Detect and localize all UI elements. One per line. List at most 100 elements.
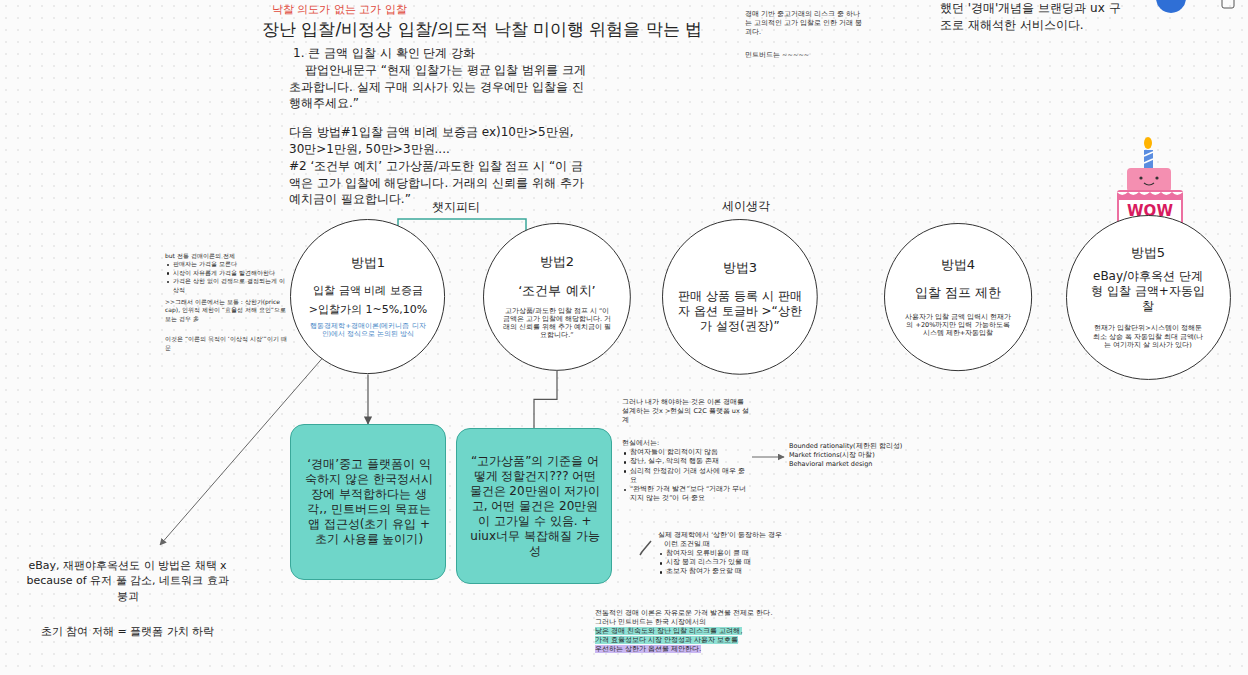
circle-outline xyxy=(290,219,445,374)
node-content: 방법2‘조건부 예치’고가상품/과도한 입찰 점프 시 “이 금액은 고가 입찰… xyxy=(503,254,612,339)
text-line: 시장 붕괴 리스크가 있을 때 xyxy=(658,558,798,567)
text-group: 그러나 내가 해야하는 것은 이론 경매를 설계하는 것x >현실의 C2C 플… xyxy=(622,398,750,503)
page-title: 장난 입찰/비정상 입찰/의도적 낙찰 미이행 위험을 막는 법 xyxy=(262,18,702,41)
note-text: 팝업안내문구 “현재 입찰가는 평균 입찰 범위를 크게 초과합니다. 실제 구… xyxy=(289,63,586,111)
bracket xyxy=(398,219,526,233)
text-line: but 전통 경매이론의 전제 xyxy=(165,252,290,260)
method-circle: 방법2‘조건부 예치’고가상품/과도한 입찰 점프 시 “이 금액은 고가 입찰… xyxy=(483,223,631,371)
text-group: eBay, 재팬야후옥션도 이 방법은 채택 x because of 유저 풀… xyxy=(20,558,235,640)
note-text: 경매 기반 중고거래의 리스크 중 하나는 고의적인 고가 입찰로 인한 거래 … xyxy=(745,10,862,36)
text-line: 이런 조건일 때 xyxy=(658,540,798,549)
note-text: 그러나 민트버드는 한국 시장에서의 xyxy=(595,618,706,626)
note-text: 초기 참여 저해 = 플랫폼 가치 하락 xyxy=(41,625,214,638)
text-line: 실제 경제학에서 ‘상한’이 등장하는 경우 xyxy=(658,531,798,540)
text-line: 우선하는 상한가 옵션을 제안한다. xyxy=(595,645,800,654)
text-group: 했던 '경매'개념을 브랜딩과 ux 구조로 재해석한 서비스이다. xyxy=(940,0,1125,34)
note-text: 참여자들이 합리적이지 않음 xyxy=(630,448,718,456)
node-text: “고가상품”의 기준을 어떻게 정할건지??? 어떤 물건은 20만원이 저가이… xyxy=(469,454,601,559)
text-group: 1. 큰 금액 입찰 시 확인 단계 강화팝업안내문구 “현재 입찰가는 평균 … xyxy=(289,45,589,208)
node-content: 방법3판매 상품 등록 시 판매자 옵션 토글바 >“상한가 설정(권장)” xyxy=(677,260,803,333)
text-line: 챗지피티 xyxy=(432,199,502,216)
note-text: 초보자 참여가 중요할 때 xyxy=(666,567,742,575)
text-line: 현실에서는: xyxy=(622,439,750,448)
method-heading: 방법2 xyxy=(540,254,574,270)
text-line: 참여자의 오류비용이 클 때 xyxy=(658,549,798,558)
node-content: 방법4입찰 점프 제한사용자가 입찰 금액 입력시 현재가의 +20%까지만 입… xyxy=(902,257,1014,338)
text-line: 민트버드는 ~~~~~ xyxy=(745,51,865,60)
avatar xyxy=(1156,0,1186,13)
note-text: >>그래서 이론에서는 보통 : 상한가(price cap), 인위적 제한이… xyxy=(165,298,286,322)
text-group: 챗지피티 xyxy=(432,199,502,216)
note-text: 민트버드는 ~~~~~ xyxy=(745,51,809,59)
method-heading: 방법4 xyxy=(941,257,975,273)
note-text: 그러나 내가 해야하는 것은 이론 경매를 설계하는 것x >현실의 C2C 플… xyxy=(622,398,749,424)
text-line: 전통적인 경매 이론은 자유로운 가격 발견을 전제로 한다. xyxy=(595,609,800,618)
note-text: Bounded rationality(제한된 합리성) xyxy=(789,442,902,450)
bullet-dot xyxy=(660,562,662,564)
text-line: 이것은 “이론의 목적이 ‘이상적 시장’”이기 때문 xyxy=(165,335,290,352)
note-text: eBay, 재팬야후옥션도 이 방법은 채택 x because of 유저 풀… xyxy=(26,559,228,603)
note-text: 가격 효율성보다 시장 안정성과 사용자 보호를 xyxy=(595,636,738,644)
note-text: 이런 조건일 때 xyxy=(664,540,710,548)
note-text: Market frictions(시장 마찰) xyxy=(789,451,875,459)
connector-arrow xyxy=(367,375,368,424)
text-line: 낙찰 의도가 없는 고가 입찰 xyxy=(272,2,502,17)
node-text: 고가상품/과도한 입찰 점프 시 “이 금액은 고가 입찰에 해당합니다. 거래… xyxy=(503,307,612,340)
method-heading: 방법5 xyxy=(1131,245,1165,261)
note-text: 판매자는 가격을 모른다 xyxy=(173,260,237,267)
note-text: 챗지피티 xyxy=(432,200,480,214)
text-line: 낮은 경매 친숙도와 장난 입찰 리스크를 고려해, xyxy=(595,627,800,636)
text-line: 판매자는 가격을 모른다 xyxy=(165,260,290,268)
text-line: 초기 참여 저해 = 플랫폼 가치 하락 xyxy=(20,624,235,639)
bullet-dot xyxy=(167,272,169,274)
note-text: #2 ‘조건부 예치’ 고가상품/과도한 입찰 점프 시 “이 금액은 고가 입… xyxy=(289,159,584,207)
leader-arrow xyxy=(752,457,784,458)
note-text: 낙찰 의도가 없는 고가 입찰 xyxy=(272,3,407,16)
node-content: ‘경매’중고 플랫폼이 익숙하지 않은 한국정서시장에 부적합하다는 생각,, … xyxy=(291,447,447,557)
text-line: 경매 기반 중고거래의 리스크 중 하나는 고의적인 고가 입찰로 인한 거래 … xyxy=(745,10,865,37)
text-group: 세이생각 xyxy=(722,198,792,215)
note-text: 했던 '경매'개념을 브랜딩과 ux 구조로 재해석한 서비스이다. xyxy=(940,1,1121,32)
text-line: 1. 큰 금액 입찰 시 확인 단계 강화 xyxy=(289,45,589,62)
node-text: ‘경매’중고 플랫폼이 익숙하지 않은 한국정서시장에 부적합하다는 생각,, … xyxy=(303,457,435,547)
note-text: 다음 방법#1입찰 금액 비례 보증금 ex)10만>5만원, 30만>1만원,… xyxy=(289,125,574,156)
node-text: 입찰 점프 제한 xyxy=(915,285,1001,301)
node-text: 판매 상품 등록 시 판매자 옵션 토글바 >“상한가 설정(권장)” xyxy=(677,289,803,334)
text-line: 참여자들이 합리적이지 않음 xyxy=(622,448,750,457)
note-text: “완벽한 가격 발견”보다 “거래가 무너지지 않는 것”이 더 중요 xyxy=(630,485,746,502)
text-line: Market frictions(시장 마찰) xyxy=(789,451,929,460)
note-text: 시장이 자유롭게 가격을 발견해야한다 xyxy=(173,269,275,276)
text-line: eBay, 재팬야후옥션도 이 방법은 채택 x because of 유저 풀… xyxy=(20,558,235,604)
text-line: Behavioral market design xyxy=(789,460,929,469)
note-text: 이것은 “이론의 목적이 ‘이상적 시장’”이기 때문 xyxy=(165,335,287,350)
text-line: Bounded rationality(제한된 합리성) xyxy=(789,442,929,451)
note-box: ‘경매’중고 플랫폼이 익숙하지 않은 한국정서시장에 부적합하다는 생각,, … xyxy=(290,424,446,580)
text-line: 다음 방법#1입찰 금액 비례 보증금 ex)10만>5만원, 30만>1만원,… xyxy=(289,124,589,158)
note-text: 심리적 안정감이 거래 성사에 매우 중요 xyxy=(630,467,745,484)
text-group: Bounded rationality(제한된 합리성)Market frict… xyxy=(789,442,929,469)
method-circle: 방법3판매 상품 등록 시 판매자 옵션 토글바 >“상한가 설정(권장)” xyxy=(662,219,818,375)
note-text: 세이생각 xyxy=(722,199,770,213)
method-circle: 방법5 eBay/야후옥션 단계형 입찰 금액+자동입찰현재가 입찰단위>시스템이… xyxy=(1066,215,1231,380)
note-text: but 전통 경매이론의 전제 xyxy=(165,252,235,259)
node-content: 방법1입찰 금액 비례 보증금>입찰가의 1~5%,10%행동경제학+경매이론(… xyxy=(308,255,427,338)
node-text: 현재가 입찰단위>시스템이 정해둔 최소 상승 폭 자동입찰 최대 금액(나는 … xyxy=(1090,324,1205,348)
connector-arrow xyxy=(534,371,557,428)
pen-icon xyxy=(640,541,651,555)
text-group: but 전통 경매이론의 전제판매자는 가격을 모른다시장이 자유롭게 가격을 … xyxy=(165,252,290,352)
text-line: 심리적 안정감이 거래 성사에 매우 중요 xyxy=(622,467,750,485)
text-line: “완벽한 가격 발견”보다 “거래가 무너지지 않는 것”이 더 중요 xyxy=(622,485,750,503)
text-line: 그러나 내가 해야하는 것은 이론 경매를 설계하는 것x >현실의 C2C 플… xyxy=(622,398,750,425)
text-line: 세이생각 xyxy=(722,198,792,215)
text-line: 팝업안내문구 “현재 입찰가는 평균 입찰 범위를 크게 초과합니다. 실제 구… xyxy=(289,62,589,112)
node-text: eBay/야후옥션 단계형 입찰 금액+자동입찰 xyxy=(1090,269,1205,314)
bullet-dot xyxy=(624,461,626,463)
note-text: 현실에서는: xyxy=(622,439,659,447)
bullet-dot xyxy=(167,264,169,266)
node-content: “고가상품”의 기준을 어떻게 정할건지??? 어떤 물건은 20만원이 저가이… xyxy=(457,444,613,569)
node-text: >입찰가의 1~5%,10% xyxy=(309,303,427,317)
note-text: 실제 경제학에서 ‘상한’이 등장하는 경우 xyxy=(658,531,782,539)
bullet-dot xyxy=(660,553,662,555)
text-line: >>그래서 이론에서는 보통 : 상한가(price cap), 인위적 제한이… xyxy=(165,298,290,323)
